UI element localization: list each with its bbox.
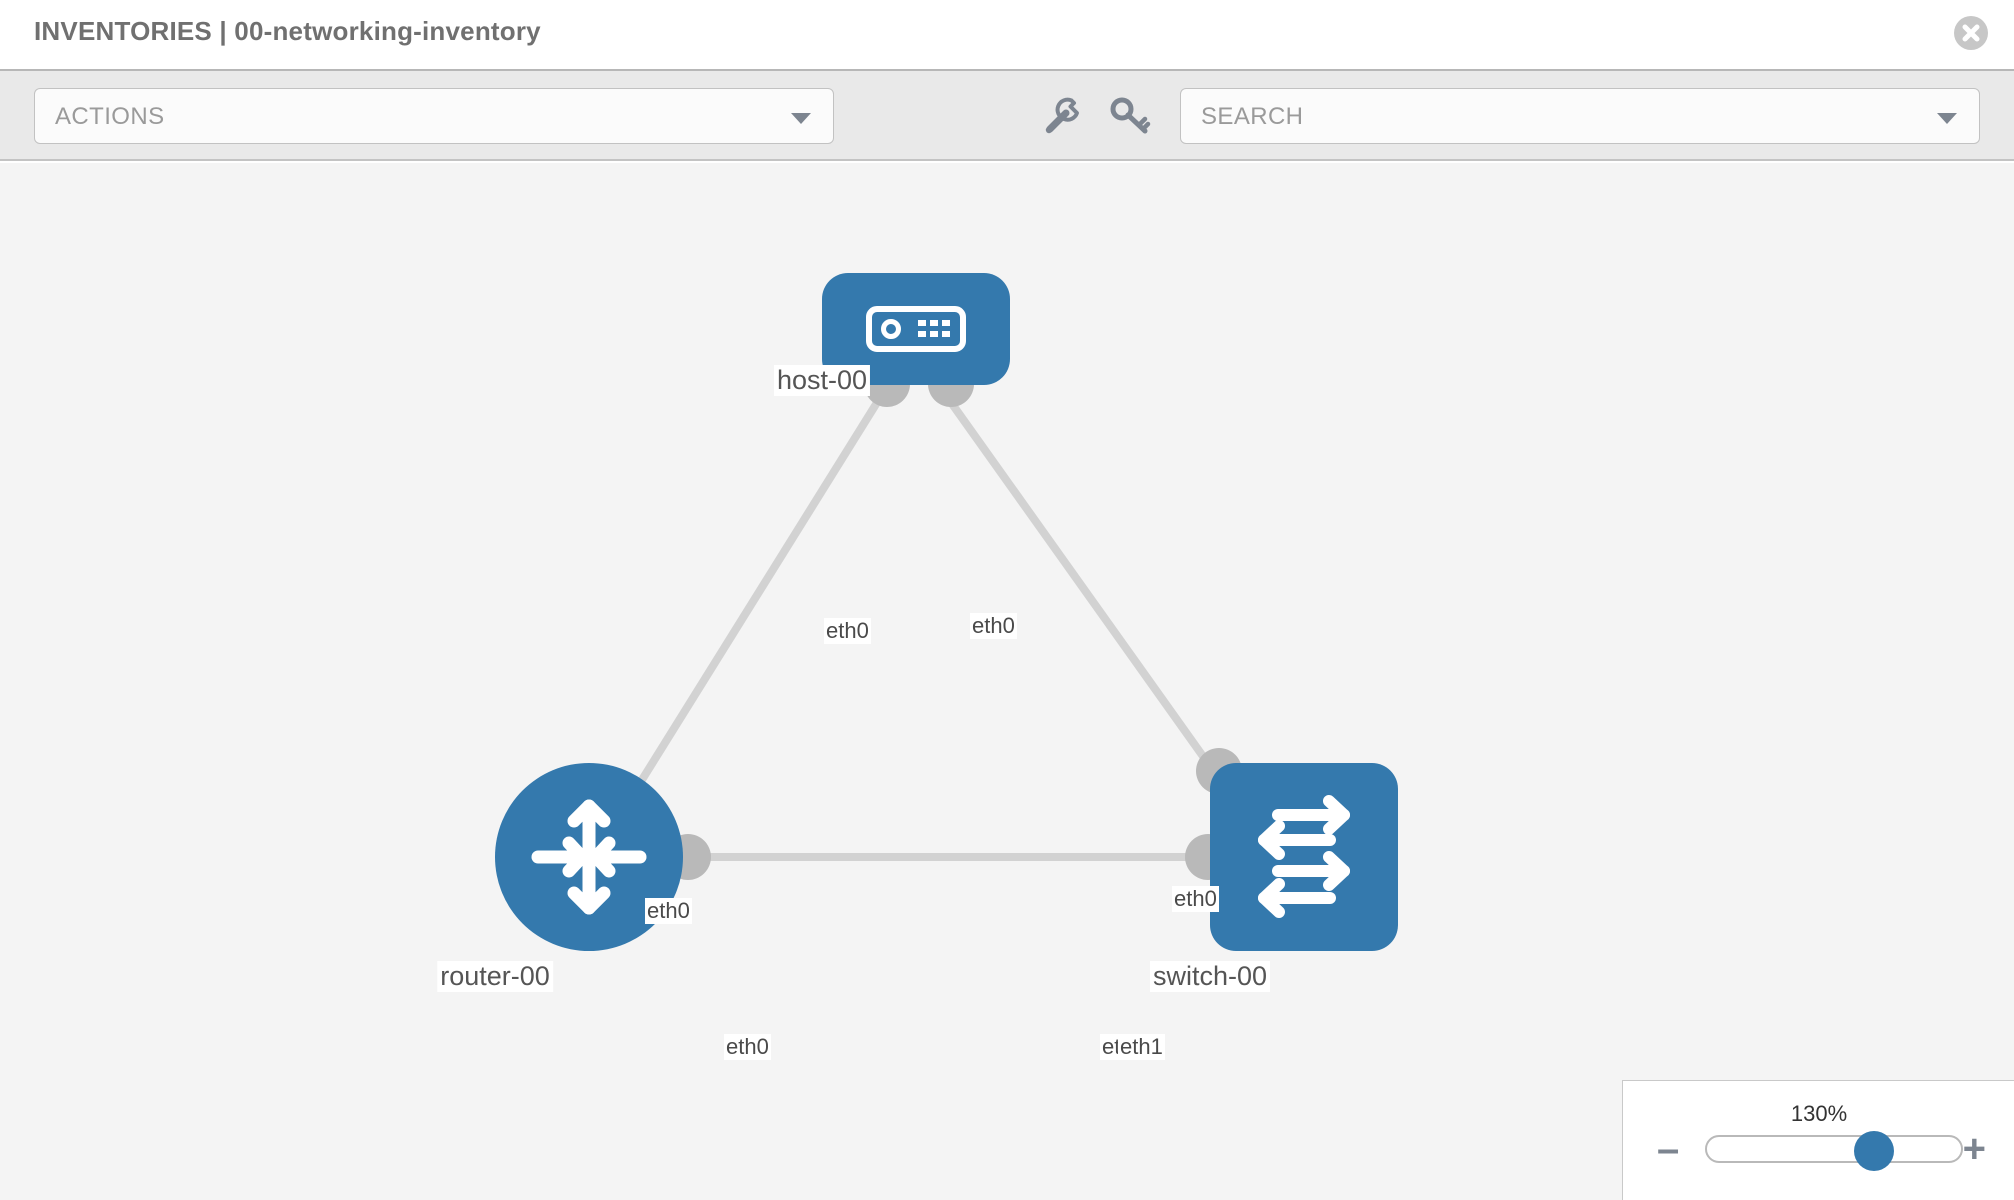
router-arrows-icon xyxy=(531,799,647,915)
node-host-00-label: host-00 xyxy=(773,365,871,396)
zoom-level-value: 130% xyxy=(1790,1101,1848,1126)
page-header: INVENTORIES | 00-networking-inventory xyxy=(0,0,2014,71)
wrench-icon[interactable] xyxy=(1037,91,1087,141)
chevron-down-icon xyxy=(791,113,811,124)
zoom-slider-thumb[interactable] xyxy=(1854,1131,1895,1171)
edge-label-host-router-eth0: eth0 xyxy=(824,618,871,644)
key-icon[interactable] xyxy=(1105,91,1155,141)
chevron-down-icon[interactable] xyxy=(1937,113,1957,124)
edge-label-host-switch-eth0: eth0 xyxy=(970,613,1017,639)
zoom-slider[interactable] xyxy=(1705,1131,1963,1171)
topology-edges xyxy=(636,398,1226,861)
switch-arrows-icon xyxy=(1258,795,1350,918)
topology-canvas[interactable]: host-00 xyxy=(0,163,2014,1200)
search-input[interactable]: SEARCH xyxy=(1180,88,1980,144)
toolbar: ACTIONS SEARCH xyxy=(0,71,2014,161)
zoom-in-button[interactable]: + xyxy=(1962,1127,1986,1171)
edge-label-router-switch-eth0: eth0 xyxy=(724,1034,771,1060)
edge-label-switch-host-eth0: eth0 xyxy=(1172,886,1219,912)
edge-label-switch-router-eth1: eth1 xyxy=(1118,1034,1165,1060)
edge-label-router-host-eth0: eth0 xyxy=(645,898,692,924)
page-title: INVENTORIES | 00-networking-inventory xyxy=(34,16,541,46)
close-icon[interactable] xyxy=(1954,16,1988,50)
node-router-00-shape[interactable] xyxy=(495,763,683,951)
actions-dropdown-label: ACTIONS xyxy=(55,103,165,130)
zoom-out-button[interactable]: – xyxy=(1657,1127,1680,1171)
node-switch-00-shape[interactable] xyxy=(1210,763,1398,951)
node-switch-00-label: switch-00 xyxy=(1149,961,1271,992)
server-appliance-icon xyxy=(866,306,966,352)
zoom-control-panel: 130% – + xyxy=(1622,1080,2014,1200)
node-router-00-label: router-00 xyxy=(437,961,553,992)
search-placeholder: SEARCH xyxy=(1201,103,1304,130)
actions-dropdown[interactable]: ACTIONS xyxy=(34,88,834,144)
